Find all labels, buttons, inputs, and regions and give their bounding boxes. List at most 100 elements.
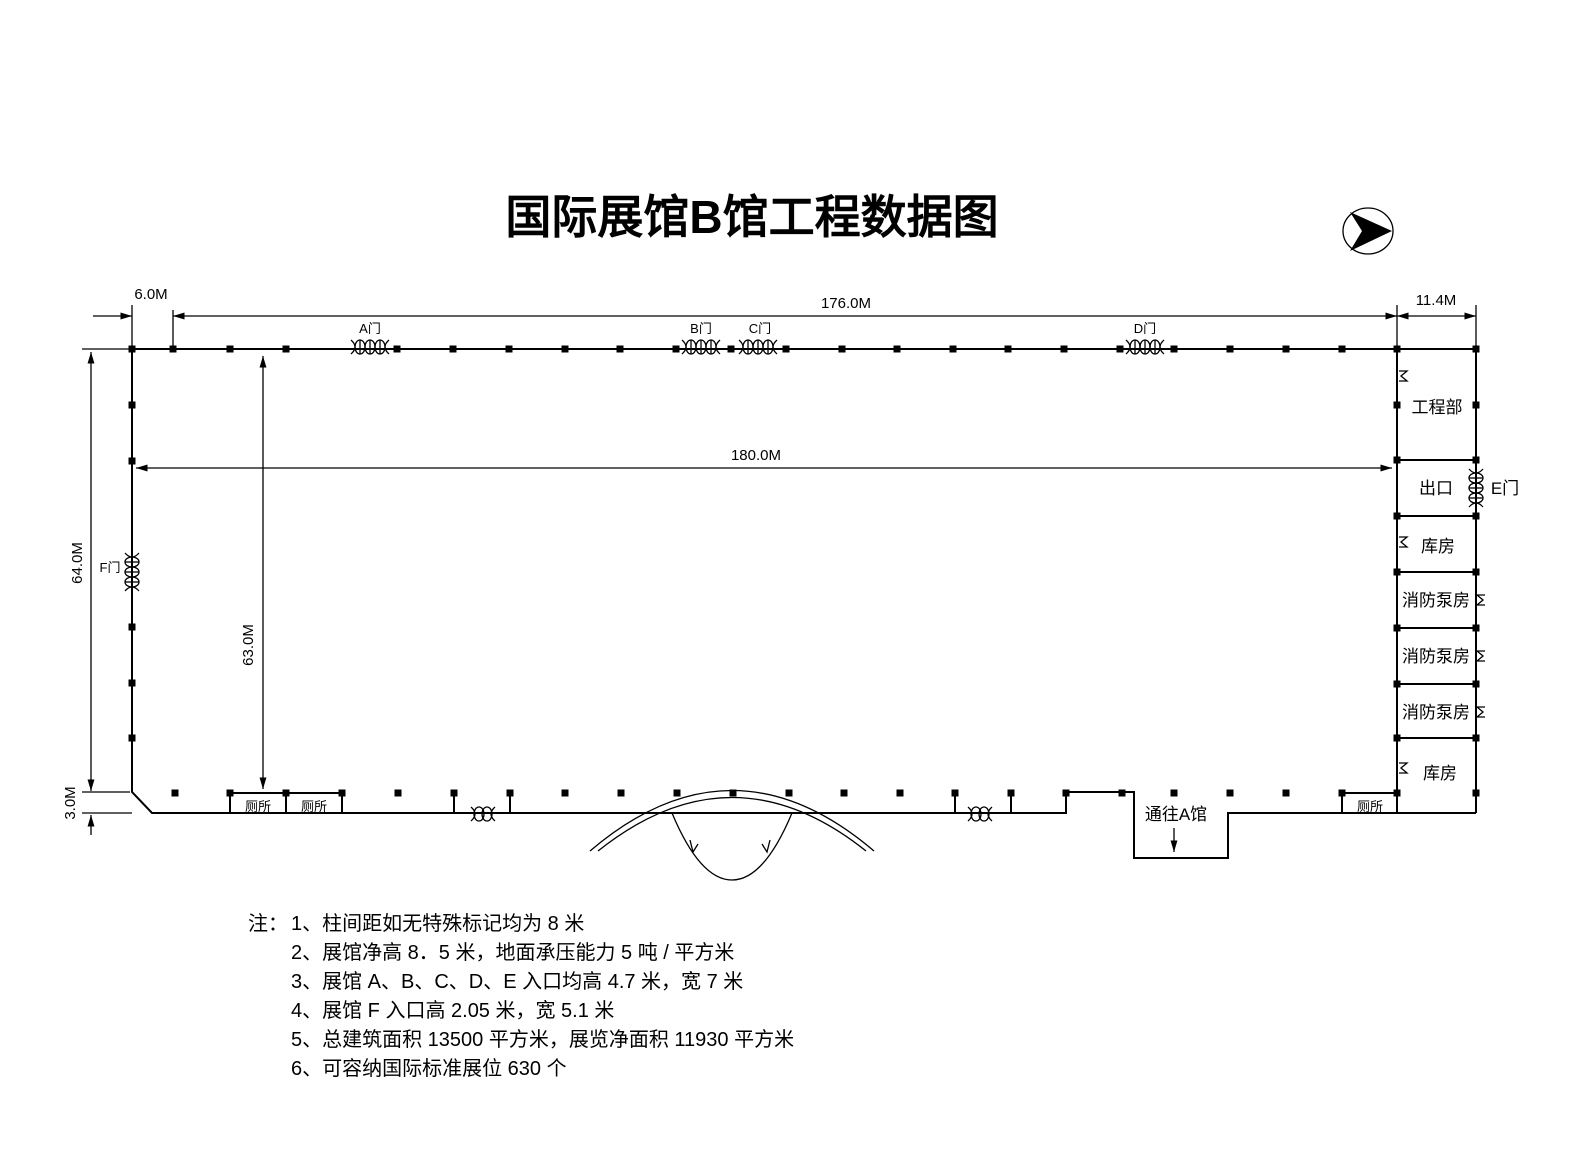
column-marker bbox=[128, 345, 136, 353]
column-marker bbox=[1472, 345, 1480, 353]
column-marker bbox=[282, 789, 290, 797]
room-storage-1: 库房 bbox=[1421, 537, 1455, 556]
column-marker bbox=[1393, 456, 1401, 464]
dim-total-depth: 64.0M bbox=[69, 542, 86, 584]
door-e-label: E门 bbox=[1491, 479, 1519, 498]
page-title: 国际展馆B馆工程数据图 bbox=[505, 191, 998, 243]
column-marker bbox=[394, 789, 402, 797]
toilet-1: 厕所 bbox=[245, 799, 271, 814]
door-b bbox=[681, 339, 721, 355]
column-marker bbox=[951, 789, 959, 797]
door-c bbox=[738, 339, 778, 355]
column-marker bbox=[1118, 789, 1126, 797]
column-marker bbox=[729, 789, 737, 797]
notes-prefix: 注： bbox=[248, 912, 288, 935]
column-marker bbox=[505, 345, 513, 353]
column-marker bbox=[1170, 789, 1178, 797]
column-marker bbox=[1282, 789, 1290, 797]
column-marker bbox=[1338, 345, 1346, 353]
column-marker bbox=[1007, 789, 1015, 797]
column-marker bbox=[1472, 680, 1480, 688]
room-engineering: 工程部 bbox=[1412, 398, 1463, 417]
column-marker bbox=[449, 345, 457, 353]
column-marker bbox=[561, 789, 569, 797]
column-marker bbox=[506, 789, 514, 797]
door-d-label: D门 bbox=[1134, 321, 1156, 336]
column-marker bbox=[1226, 345, 1234, 353]
note-3: 3、展馆 A、B、C、D、E 入口均高 4.7 米，宽 7 米 bbox=[291, 970, 743, 993]
column-marker bbox=[1472, 734, 1480, 742]
column-marker bbox=[561, 345, 569, 353]
dim-bottom-offset: 3.0M bbox=[62, 786, 79, 819]
column-marker bbox=[1060, 345, 1068, 353]
column-marker bbox=[171, 789, 179, 797]
column-marker bbox=[949, 345, 957, 353]
note-2: 2、展馆净高 8．5 米，地面承压能力 5 吨 / 平方米 bbox=[291, 941, 734, 964]
column-marker bbox=[1472, 401, 1480, 409]
column-marker bbox=[226, 789, 234, 797]
column-marker bbox=[838, 345, 846, 353]
column-marker bbox=[1393, 512, 1401, 520]
column-marker bbox=[616, 345, 624, 353]
column-marker bbox=[896, 789, 904, 797]
door-b-label: B门 bbox=[690, 321, 712, 336]
door-c-label: C门 bbox=[749, 321, 771, 336]
note-4: 4、展馆 F 入口高 2.05 米，宽 5.1 米 bbox=[291, 999, 614, 1022]
column-marker bbox=[128, 457, 136, 465]
column-marker bbox=[1393, 401, 1401, 409]
column-marker bbox=[1282, 345, 1290, 353]
dim-inner-length: 180.0M bbox=[731, 447, 781, 464]
door-a bbox=[350, 339, 390, 355]
column-marker bbox=[1062, 789, 1070, 797]
column-marker bbox=[128, 401, 136, 409]
column-marker bbox=[1472, 512, 1480, 520]
column-marker bbox=[128, 679, 136, 687]
column-marker bbox=[673, 789, 681, 797]
column-marker bbox=[128, 734, 136, 742]
dim-top-span: 176.0M bbox=[821, 295, 871, 312]
passage-to-hall-a: 通往A馆 bbox=[1145, 805, 1207, 824]
column-marker bbox=[1393, 680, 1401, 688]
note-5: 5、总建筑面积 13500 平方米，展览净面积 11930 平方米 bbox=[291, 1028, 794, 1051]
column-marker bbox=[1393, 734, 1401, 742]
column-marker bbox=[1004, 345, 1012, 353]
column-marker bbox=[282, 345, 290, 353]
column-marker bbox=[1393, 789, 1401, 797]
toilet-2: 厕所 bbox=[301, 799, 327, 814]
north-arrow-icon bbox=[1342, 207, 1394, 255]
column-marker bbox=[1393, 624, 1401, 632]
walls bbox=[131, 348, 1477, 859]
column-marker bbox=[1472, 624, 1480, 632]
note-6: 6、可容纳国际标准展位 630 个 bbox=[291, 1057, 567, 1080]
dim-left-offset: 6.0M bbox=[134, 286, 167, 303]
column-marker bbox=[672, 345, 680, 353]
column-marker bbox=[840, 789, 848, 797]
column-marker bbox=[1472, 789, 1480, 797]
room-fire-pump-3: 消防泵房 bbox=[1402, 703, 1470, 722]
entrance-canopy bbox=[589, 790, 875, 881]
column-marker bbox=[1338, 789, 1346, 797]
room-storage-2: 库房 bbox=[1423, 764, 1457, 783]
column-marker bbox=[338, 789, 346, 797]
dim-inner-depth: 63.0M bbox=[240, 624, 257, 666]
column-marker bbox=[1170, 345, 1178, 353]
dimension-lines bbox=[82, 305, 1477, 835]
column-marker bbox=[893, 345, 901, 353]
column-marker bbox=[169, 345, 177, 353]
toilet-3: 厕所 bbox=[1357, 799, 1383, 814]
column-marker bbox=[782, 345, 790, 353]
dim-right-width: 11.4M bbox=[1416, 292, 1457, 309]
column-marker bbox=[1116, 345, 1124, 353]
door-f-label: F门 bbox=[100, 560, 121, 575]
column-marker bbox=[450, 789, 458, 797]
column-marker bbox=[1393, 345, 1401, 353]
column-marker bbox=[1226, 789, 1234, 797]
door-a-label: A门 bbox=[359, 321, 381, 336]
column-marker bbox=[128, 623, 136, 631]
room-exit: 出口 bbox=[1419, 479, 1453, 498]
door-d bbox=[1125, 339, 1165, 355]
structural-columns bbox=[128, 345, 1480, 797]
column-marker bbox=[226, 345, 234, 353]
notes: 注： 1、柱间距如无特殊标记均为 8 米 2、展馆净高 8．5 米，地面承压能力… bbox=[248, 912, 794, 1080]
